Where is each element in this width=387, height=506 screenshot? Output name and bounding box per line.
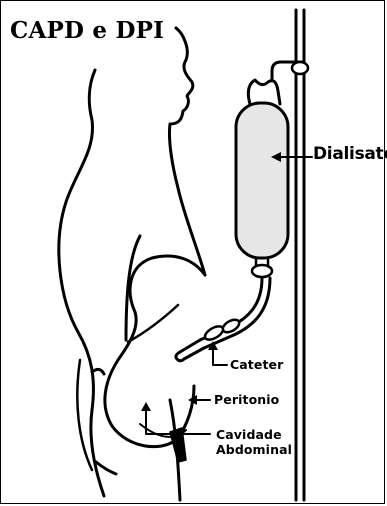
head-profile: [169, 28, 205, 275]
peritoneum-outline: [105, 256, 205, 447]
peritoneum-label: Peritonio: [214, 393, 279, 406]
catheter-arrow: [213, 348, 227, 365]
cavity-label-line1: Cavidade: [216, 428, 282, 441]
leg-left: [77, 360, 92, 470]
hanger-clamp: [292, 62, 308, 74]
catheter-tube: [180, 340, 204, 359]
dialysate-bag: [236, 103, 288, 258]
bag-hook: [248, 80, 280, 104]
cavity-arrowhead: [141, 402, 151, 411]
arm-line: [126, 236, 140, 340]
foot-lower: [96, 462, 116, 474]
catheter-tip: [176, 352, 184, 361]
catheter-label: Cateter: [230, 358, 283, 371]
dialysate-label: Dialisato: [313, 146, 387, 164]
cavity-label-line2: Abdominal: [216, 443, 292, 456]
bag-connector: [252, 265, 272, 277]
